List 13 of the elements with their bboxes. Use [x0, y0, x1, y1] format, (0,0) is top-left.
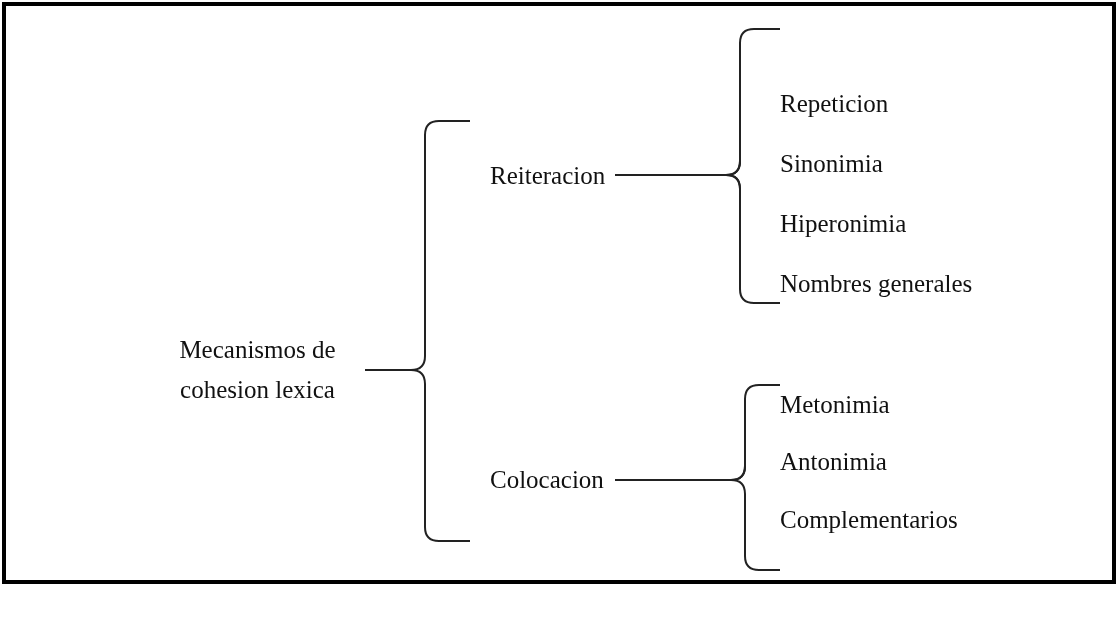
- node-label: Sinonimia: [780, 149, 883, 179]
- brace-connector: [614, 479, 781, 571]
- node-label: Antonimia: [780, 447, 887, 477]
- node-label: Mecanismos de cohesion lexica: [178, 335, 337, 405]
- brace-connector: [614, 174, 781, 304]
- node-label: Reiteracion: [490, 161, 606, 191]
- node-label: Metonimia: [780, 390, 890, 420]
- node-label: Hiperonimia: [780, 209, 907, 239]
- brace-connector: [364, 369, 471, 542]
- node-label: Repeticion: [780, 89, 889, 119]
- node-label: Colocacion: [490, 465, 604, 495]
- node-label: Nombres generales: [780, 269, 973, 299]
- node-label: Complementarios: [780, 505, 958, 535]
